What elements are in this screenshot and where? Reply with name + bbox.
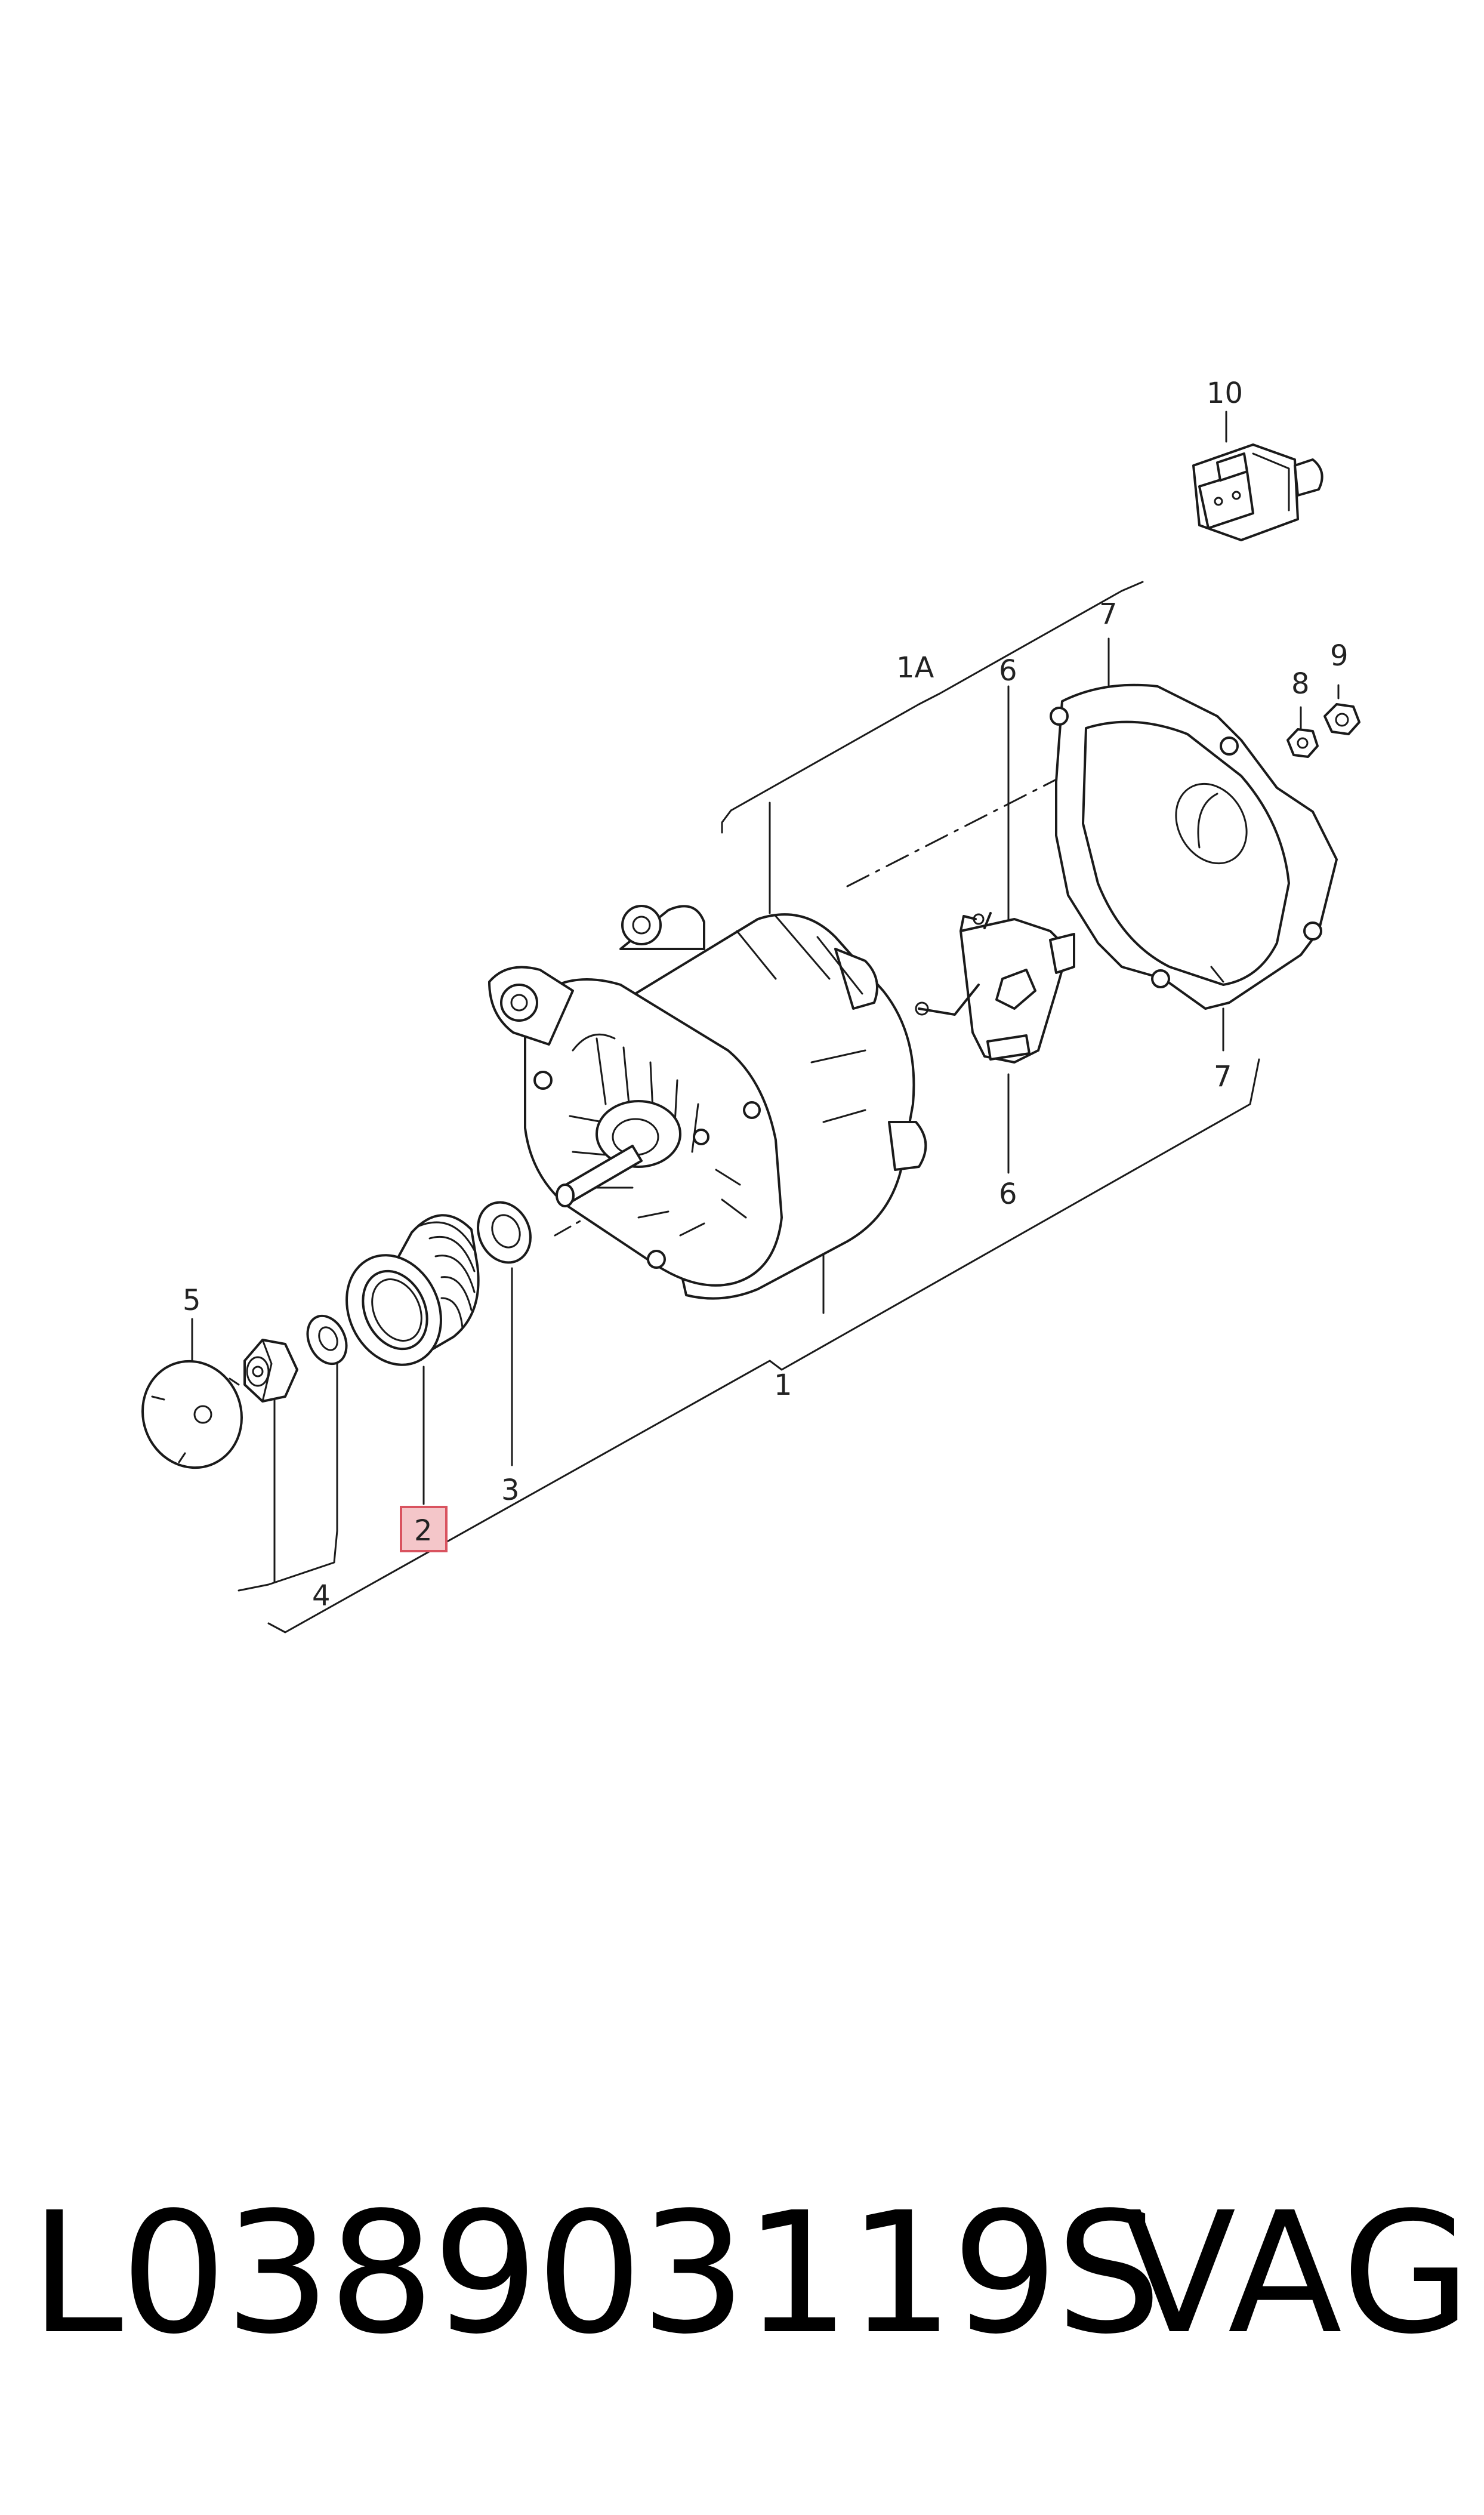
callout-7-bottom[interactable]: 7 [1214,1060,1232,1093]
small-nut-8-icon [1286,728,1319,758]
callout-labels: 1 1A 2 3 4 5 6 6 7 7 8 9 10 [183,377,1349,1613]
callout-7-top[interactable]: 7 [1099,597,1118,631]
washer-icon [477,1201,532,1264]
callout-3[interactable]: 3 [501,1474,520,1507]
pulley-icon [345,1214,480,1366]
connector-icon [1192,443,1323,541]
callout-1a[interactable]: 1A [896,651,934,685]
part-number: L038903119S [30,2177,1162,2371]
brand-name: VAG [1122,2177,1474,2371]
rear-cover-icon [1050,683,1338,1010]
callout-2[interactable]: 2 [414,1514,433,1548]
callout-4[interactable]: 4 [312,1579,331,1613]
callout-10[interactable]: 10 [1207,377,1243,410]
callout-9[interactable]: 9 [1330,639,1349,673]
small-nut-9-icon [1323,703,1360,735]
callout-6-top[interactable]: 6 [999,654,1017,688]
nut-icon [243,1314,348,1403]
callout-1[interactable]: 1 [774,1369,792,1402]
cap-icon [141,1360,243,1469]
voltage-regulator-icon [915,912,1075,1064]
alternator-icon [488,905,927,1300]
callout-8[interactable]: 8 [1291,667,1310,701]
highlighted-callout-box [400,1506,448,1552]
callout-5[interactable]: 5 [183,1284,201,1317]
callout-6-bottom[interactable]: 6 [999,1178,1017,1211]
leader-lines [191,411,1340,1633]
